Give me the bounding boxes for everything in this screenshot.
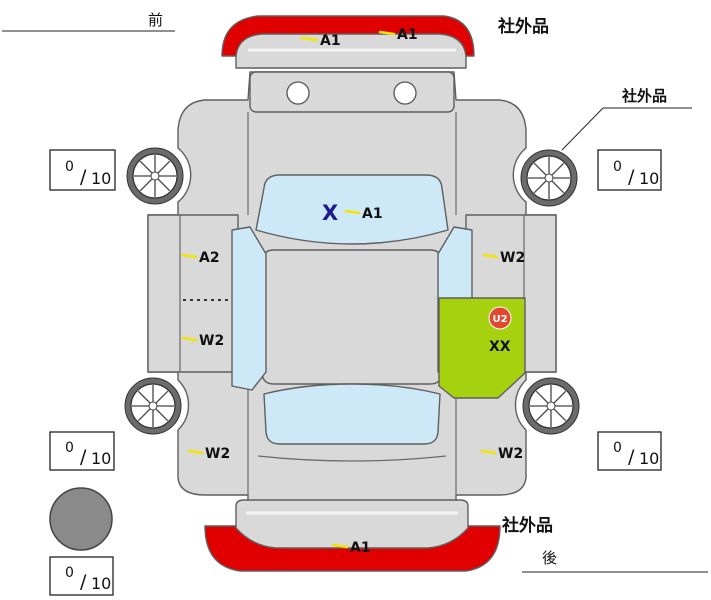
tire-score-value: 0 <box>613 159 622 175</box>
front-bumper-codes: A1 A1 <box>300 27 418 49</box>
front-bumper-code-2: A1 <box>397 27 418 43</box>
left-rear-fender-code: W2 <box>205 446 230 462</box>
spare-tire-icon <box>49 487 113 551</box>
tire-score-max: 10 <box>639 449 659 468</box>
aftermarket-wheel-leader <box>561 107 604 151</box>
front-label: 前 <box>148 11 163 29</box>
tire-score-separator: / <box>628 166 635 188</box>
aftermarket-front-bumper-note: 社外品 <box>497 16 549 37</box>
windshield <box>255 174 449 245</box>
wheel-right-rear-icon <box>522 377 580 435</box>
wheel-right-front-icon <box>520 149 578 207</box>
tire-score-left-rear: 0 / 10 <box>49 431 115 471</box>
right-rear-door-highlight <box>438 297 526 399</box>
rear-window <box>263 383 441 445</box>
wheel-left-front-icon <box>126 147 184 205</box>
aftermarket-right-front-wheel-note: 社外品 <box>621 87 667 105</box>
aftermarket-rear-bumper-note: 社外品 <box>501 515 553 536</box>
right-rear-fender-code: W2 <box>498 446 523 462</box>
hood-circle-left <box>286 81 310 105</box>
marker <box>331 543 349 549</box>
right-rear-door-badge <box>488 306 512 330</box>
marker <box>482 253 499 259</box>
tire-score-value: 0 <box>65 159 74 175</box>
wheel-left-rear-icon <box>124 377 182 435</box>
tire-score-box <box>597 149 662 191</box>
tire-score-right-rear: 0 / 10 <box>597 431 662 471</box>
rear-label: 後 <box>542 549 557 567</box>
hood-front <box>249 71 455 113</box>
tire-score-left-front: 0 / 10 <box>49 149 116 191</box>
marker <box>480 449 497 455</box>
marker <box>300 36 319 42</box>
windshield-mark: X <box>322 201 338 225</box>
right-front-door-code: W2 <box>500 250 525 266</box>
front-bumper-code-1: A1 <box>320 33 341 49</box>
marker <box>344 209 361 215</box>
left-front-door-code: A2 <box>199 250 220 266</box>
windshield-code: A1 <box>362 206 383 222</box>
tire-score-value: 0 <box>65 565 74 581</box>
left-side-codes: A2 W2 W2 <box>181 250 230 462</box>
tire-score-value: 0 <box>613 440 622 456</box>
tire-score-max: 10 <box>639 169 659 188</box>
tire-score-spare: 0 / 10 <box>49 556 114 596</box>
tire-score-box <box>597 431 662 471</box>
right-rear-door-code: XX <box>489 339 511 355</box>
marker <box>181 253 198 259</box>
trunk-line <box>257 455 447 462</box>
tire-score-max: 10 <box>91 449 111 468</box>
marker <box>187 449 204 455</box>
tire-score-box <box>49 556 114 596</box>
left-side-window <box>231 226 267 391</box>
marker <box>181 336 198 342</box>
tire-score-separator: / <box>628 446 635 468</box>
tire-score-value: 0 <box>65 440 74 456</box>
left-rear-door-code: W2 <box>199 333 224 349</box>
tire-score-separator: / <box>80 446 87 468</box>
rear-bumper-code: A1 <box>350 540 371 556</box>
tire-score-separator: / <box>80 166 87 188</box>
tire-score-box <box>49 431 115 471</box>
roof <box>261 249 443 385</box>
hood-circle-right <box>393 81 417 105</box>
tire-score-max: 10 <box>91 169 111 188</box>
marker <box>378 30 396 36</box>
right-rear-door-badge-text: U2 <box>492 314 507 325</box>
left-doors <box>147 214 239 373</box>
right-side-codes: W2 U2 XX W2 <box>480 250 525 462</box>
windshield-codes: X A1 <box>322 201 383 225</box>
rear-bumper-codes: A1 <box>331 540 371 556</box>
tire-score-right-front: 0 / 10 <box>597 149 662 191</box>
tire-score-max: 10 <box>91 574 111 593</box>
tire-score-box <box>49 149 116 191</box>
tire-score-separator: / <box>80 571 87 593</box>
